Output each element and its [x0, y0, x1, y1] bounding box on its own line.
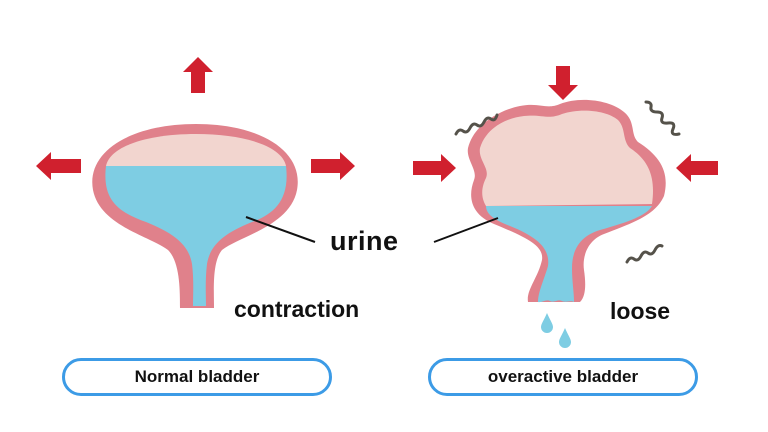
urine-leader-left	[245, 216, 316, 243]
normal-bladder-caption: Normal bladder	[62, 358, 332, 396]
contraction-label: contraction	[234, 296, 360, 322]
arrow-down-icon	[548, 66, 578, 100]
normal-bladder	[36, 57, 355, 308]
urine-label: urine	[330, 226, 399, 256]
drip-drop-icon	[541, 313, 553, 333]
loose-label: loose	[610, 298, 671, 324]
overactive-bladder-empty	[479, 110, 654, 206]
overactive-bladder-caption-text: overactive bladder	[487, 367, 639, 386]
overactive-bladder	[413, 66, 718, 348]
normal-bladder-urine	[105, 166, 287, 306]
overactive-bladder-urine	[486, 206, 652, 303]
arrow-left-icon	[36, 152, 81, 180]
arrow-left-icon	[676, 154, 718, 182]
overactive-bladder-caption: overactive bladder	[428, 358, 698, 396]
drip-drop-icon	[559, 328, 571, 348]
arrow-right-icon	[413, 154, 456, 182]
arrow-up-icon	[183, 57, 213, 93]
tremor-squiggle-icon	[644, 100, 681, 136]
tremor-squiggle-icon	[625, 244, 664, 264]
arrow-right-icon	[311, 152, 355, 180]
normal-bladder-caption-text: Normal bladder	[134, 367, 260, 386]
tremor-squiggle-icon	[454, 113, 499, 136]
normal-bladder-empty	[106, 134, 286, 166]
urine-leader-right	[433, 217, 499, 243]
